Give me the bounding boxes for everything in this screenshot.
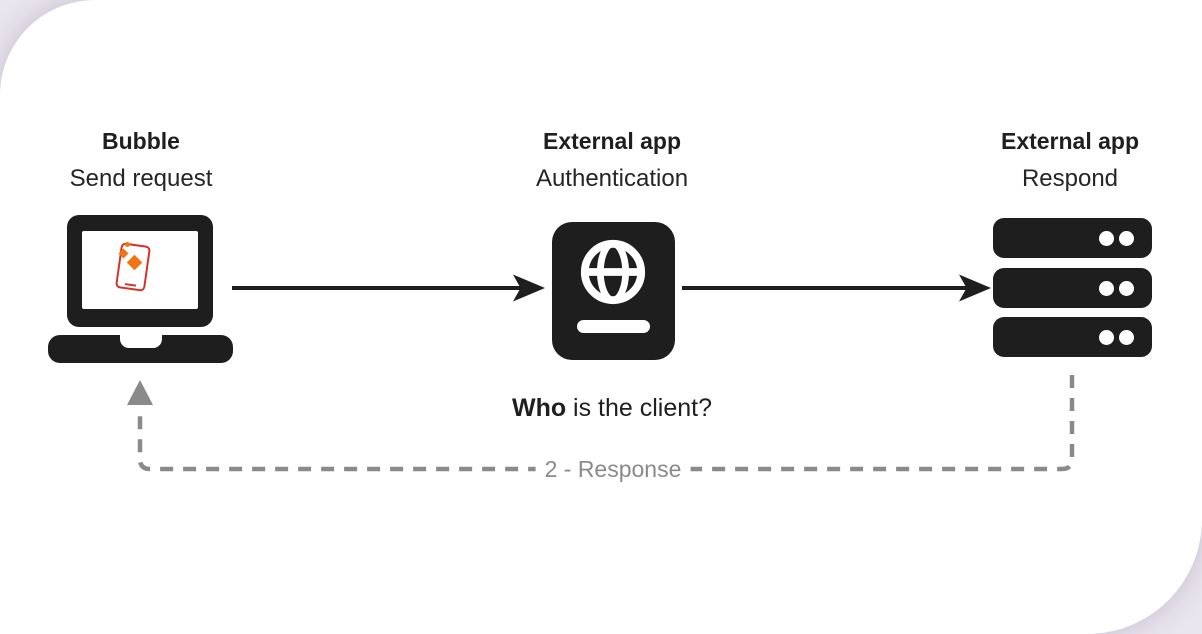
caption-question: Who is the client? <box>512 392 712 424</box>
server-stack-icon <box>993 218 1152 357</box>
laptop-notch <box>119 335 162 348</box>
laptop-screen-content <box>82 231 198 309</box>
laptop-screen <box>67 215 213 327</box>
node-bubble-title: Bubble <box>102 128 180 154</box>
passport-globe-icon <box>552 222 675 360</box>
globe-icon <box>580 239 646 305</box>
server-led-icon <box>1119 329 1134 345</box>
server-row <box>993 317 1152 357</box>
laptop-icon <box>48 215 233 363</box>
server-led-icon <box>1119 280 1134 296</box>
response-label: 2 - Response <box>535 455 691 483</box>
server-led-icon <box>1099 280 1114 296</box>
server-row <box>993 218 1152 258</box>
server-led-icon <box>1099 329 1114 345</box>
caption-question-bold: Who <box>511 394 567 422</box>
node-respond-title: External app <box>1000 128 1140 154</box>
node-auth-subtitle: Authentication <box>535 165 689 192</box>
caption-question-rest: is the client? <box>566 394 713 422</box>
passport-label-bar <box>577 320 650 333</box>
server-led-icon <box>1099 230 1114 246</box>
node-bubble-subtitle: Send request <box>69 165 213 192</box>
node-respond-subtitle: Respond <box>1021 165 1119 192</box>
node-auth-title: External app <box>542 128 682 154</box>
server-led-icon <box>1119 230 1134 246</box>
logo-dot-icon <box>125 242 130 247</box>
server-row <box>993 268 1152 308</box>
laptop-base <box>48 335 233 363</box>
